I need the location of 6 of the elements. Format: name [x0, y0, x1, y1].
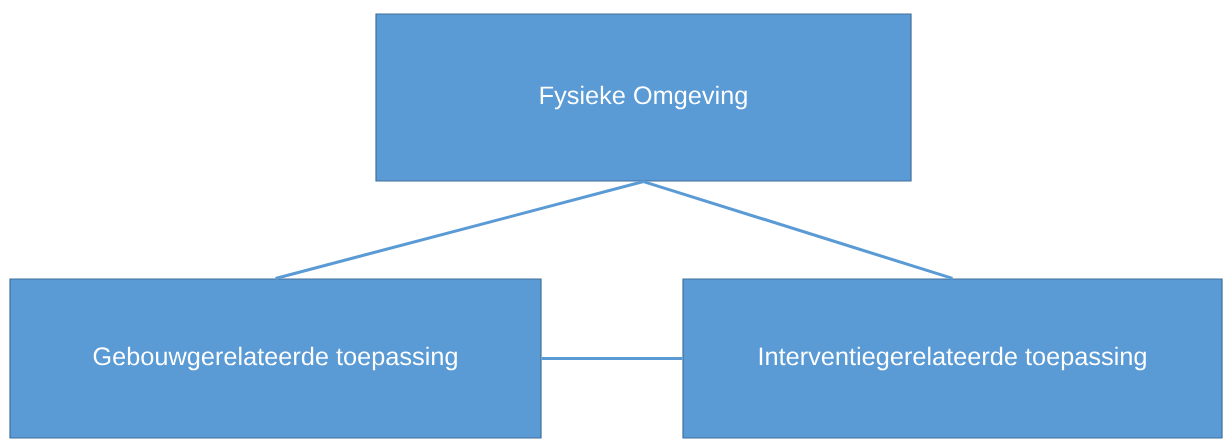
process-box: Fysieke Omgeving: [375, 13, 912, 182]
connector-line: [643, 180, 953, 280]
connector-line: [275, 180, 644, 280]
process-box: Gebouwgerelateerde toepassing: [9, 278, 542, 439]
process-box: Interventiegerelateerde toepassing: [682, 278, 1223, 439]
connector-line: [541, 356, 683, 361]
